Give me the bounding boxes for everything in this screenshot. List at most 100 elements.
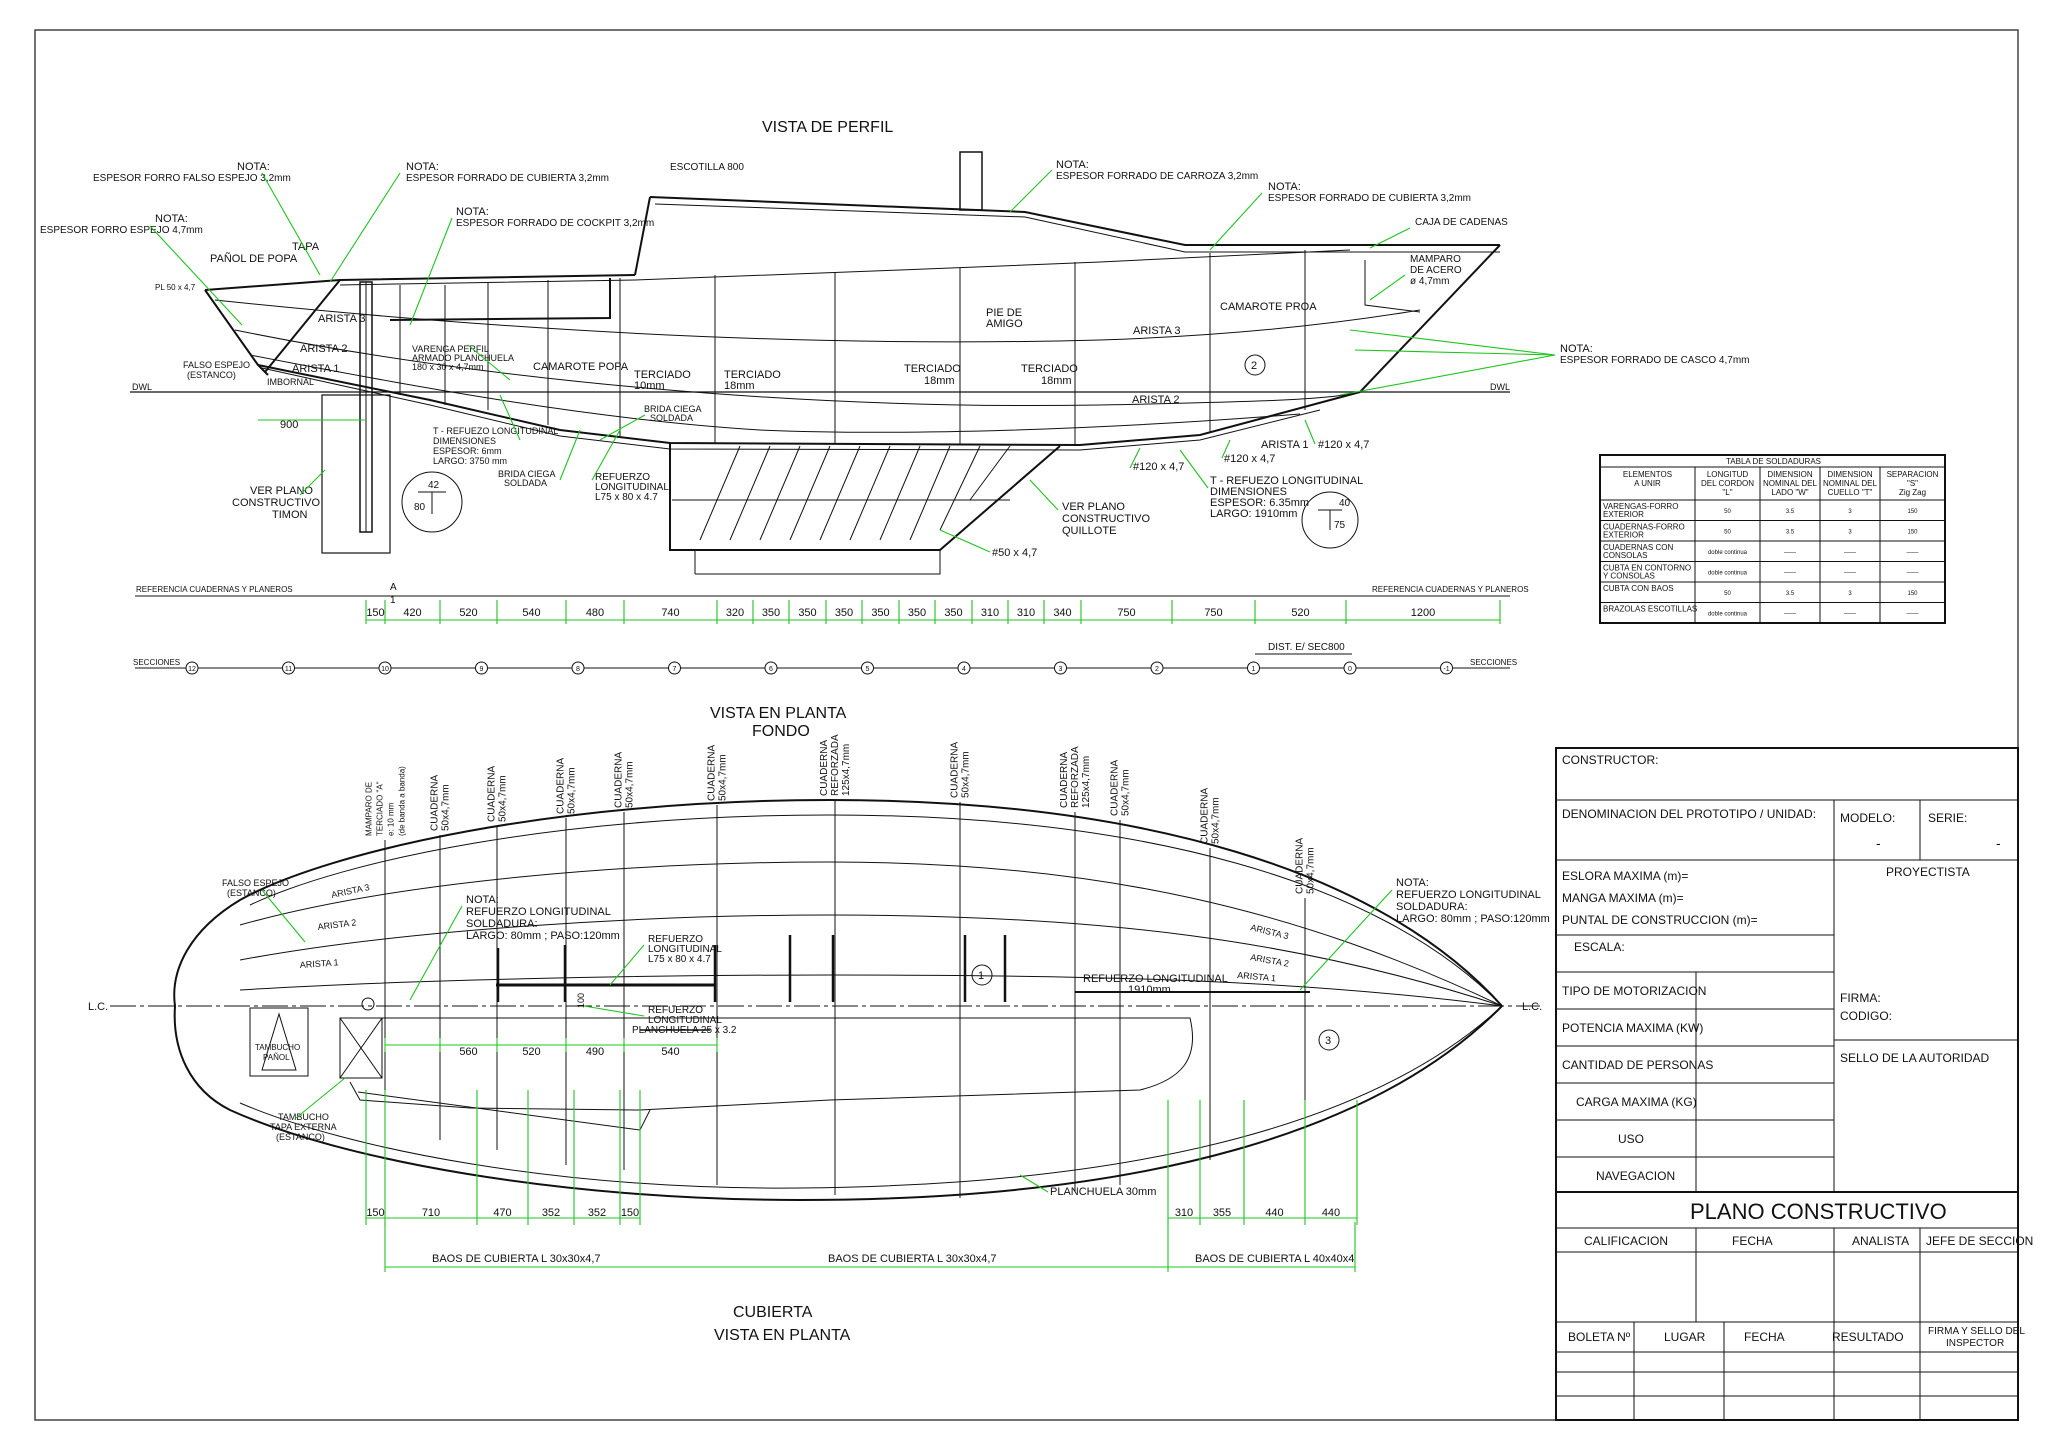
plan-frame-label: CUADERNA [556,758,567,814]
dim-40: 40 [1339,498,1351,509]
section-number: 9 [480,666,484,673]
keel-hatch [672,445,1011,541]
plan-title-1: VISTA EN PLANTA [710,705,847,722]
frame-spacing-value: 340 [1053,607,1071,619]
pie-amigo-label-2: AMIGO [986,318,1023,330]
varenga-label-2: ARMADO PLANCHUELA [412,353,514,363]
panol-popa-label: PAÑOL DE POPA [210,252,298,265]
section-marker [475,661,488,675]
plan-hull-outline [173,798,1503,1202]
frame-spacing-value: 740 [661,607,679,619]
plan-frame-label: MAMPARO DE [365,782,374,836]
frame-spacing-value: 310 [981,607,999,619]
plan-ref-pl-3: PLANCHUELA 25 x 3.2 [632,1025,737,1036]
plan-frame-label: 50x4,7mm [498,775,509,822]
section-marker [957,661,971,675]
plan-falso-espejo-1: FALSO ESPEJO [222,878,289,888]
weld-table-cell: 50 [1724,591,1731,597]
lc-left: L.C. [88,1001,108,1013]
t-refuerzo-label-1: T - REFUEZO LONGITUDINAL [433,426,558,436]
section-number: 8 [576,666,580,673]
section-marker [668,661,681,675]
terciado18-label-a1: TERCIADO [724,369,781,381]
terciado18-label-b1: TERCIADO [904,363,961,375]
frame-spacing-value: 350 [762,607,780,619]
rudder [321,394,391,554]
escotilla-label: ESCOTILLA 800 [670,162,744,173]
arista3-profile-fwd: ARISTA 3 [1133,325,1180,337]
plan-frame-label: CUADERNA [1200,788,1211,844]
weld-table-element: CONSOLAS [1603,551,1647,560]
weld-table-header: LONGITUD [1707,470,1749,479]
zone-2-label: 2 [1251,360,1257,372]
plan-dim-top: 520 [522,1046,540,1058]
plan-ref-1910-1: REFUERZO LONGITUDINAL [1083,973,1228,985]
dim-900: 900 [280,419,298,431]
tambucho-ext-3: (ESTANCO) [276,1132,325,1142]
plan-frame-label: CUADERNA [1295,838,1306,894]
ver-timon-label-3: TIMON [272,509,307,521]
section-marker [861,661,874,675]
nota-label-6: NOTA: [1268,181,1301,193]
keel-line [257,364,1361,447]
plan-frame-label: CUADERNA [819,740,830,796]
section-number: 2 [1155,666,1159,673]
nota-label-1: NOTA: [237,161,270,173]
deck-title-1: CUBIERTA [733,1304,813,1321]
section-number: 5 [866,666,870,673]
section-marker [185,661,199,675]
t2-label-4: LARGO: 1910mm [1210,508,1297,520]
arista2-profile-aft: ARISTA 2 [300,343,347,355]
weld-table-element: Y CONSOLAS [1603,572,1655,581]
plan-frame-label: REFORZADA [1070,746,1081,808]
plan-view: VISTA EN PLANTA FONDO L.C. L.C. [88,705,1550,1344]
weld-table-header: LADO "W" [1771,488,1808,497]
plan-nota-2: NOTA: [1396,877,1429,889]
plan-dim-bottom-left: 352 [588,1207,606,1219]
tb-analista: ANALISTA [1852,1234,1909,1248]
cockpit [389,278,611,321]
tb-serie-value: - [1996,835,2001,851]
ver-quillote-label-2: CONSTRUCTIVO [1062,513,1150,525]
tb-fecha-2: FECHA [1744,1330,1785,1344]
weld-table-header: DIMENSION [1767,470,1813,479]
brida-label-a2: SOLDADA [650,413,693,423]
nota-label-2: NOTA: [406,161,439,173]
weld-table-element: VARENGAS-FORRO [1603,502,1678,511]
terciado18-label-c1: TERCIADO [1021,363,1078,375]
tb-puntal: PUNTAL DE CONSTRUCCION (m)= [1562,913,1758,927]
frame-spacing-value: 750 [1204,607,1222,619]
frame-spacing-value: 350 [798,607,816,619]
weld-table-cell: 150 [1907,591,1918,597]
baos-label-3: BAOS DE CUBIERTA L 40x40x4 [1195,1253,1354,1265]
plan-title-2: FONDO [752,723,810,740]
section-number: 12 [188,666,196,673]
tapa-label: TAPA [292,241,320,253]
section-marker [1343,661,1357,675]
plan-frames [384,800,1306,1198]
t2-label-2: DIMENSIONES [1210,486,1287,498]
section-marker [764,661,778,675]
plan-frame-label: (de banda a banda) [398,766,407,836]
nota-label-3: NOTA: [456,206,489,218]
mamparo-label-1: MAMPARO [1410,254,1461,265]
plan-frame-label: CUADERNA [614,752,625,808]
weld-table-cell: 3.5 [1786,509,1795,515]
section-marker [1150,661,1164,675]
frame-spacing-value: 310 [1017,607,1035,619]
tb-personas: CANTIDAD DE PERSONAS [1562,1058,1713,1072]
falso-espejo-label-2: (ESTANCO) [187,370,236,380]
section-marker [1054,661,1067,675]
frame-spacing-value: 350 [835,607,853,619]
ver-quillote-label-3: QUILLOTE [1062,525,1116,537]
plan-frame-label: 125x4,7mm [841,744,852,796]
weld-table-header: DEL CORDON [1701,479,1754,488]
weld-table-header: A UNIR [1634,479,1661,488]
section-number: 11 [285,666,292,673]
plan-nota-1-1: REFUERZO LONGITUDINAL [466,906,611,918]
weld-table-element: CUBTA CON BAOS [1603,584,1674,593]
note-cubierta-popa: ESPESOR FORRADO DE CUBIERTA 3,2mm [406,173,609,184]
weld-table-cell: —— [1907,571,1919,577]
